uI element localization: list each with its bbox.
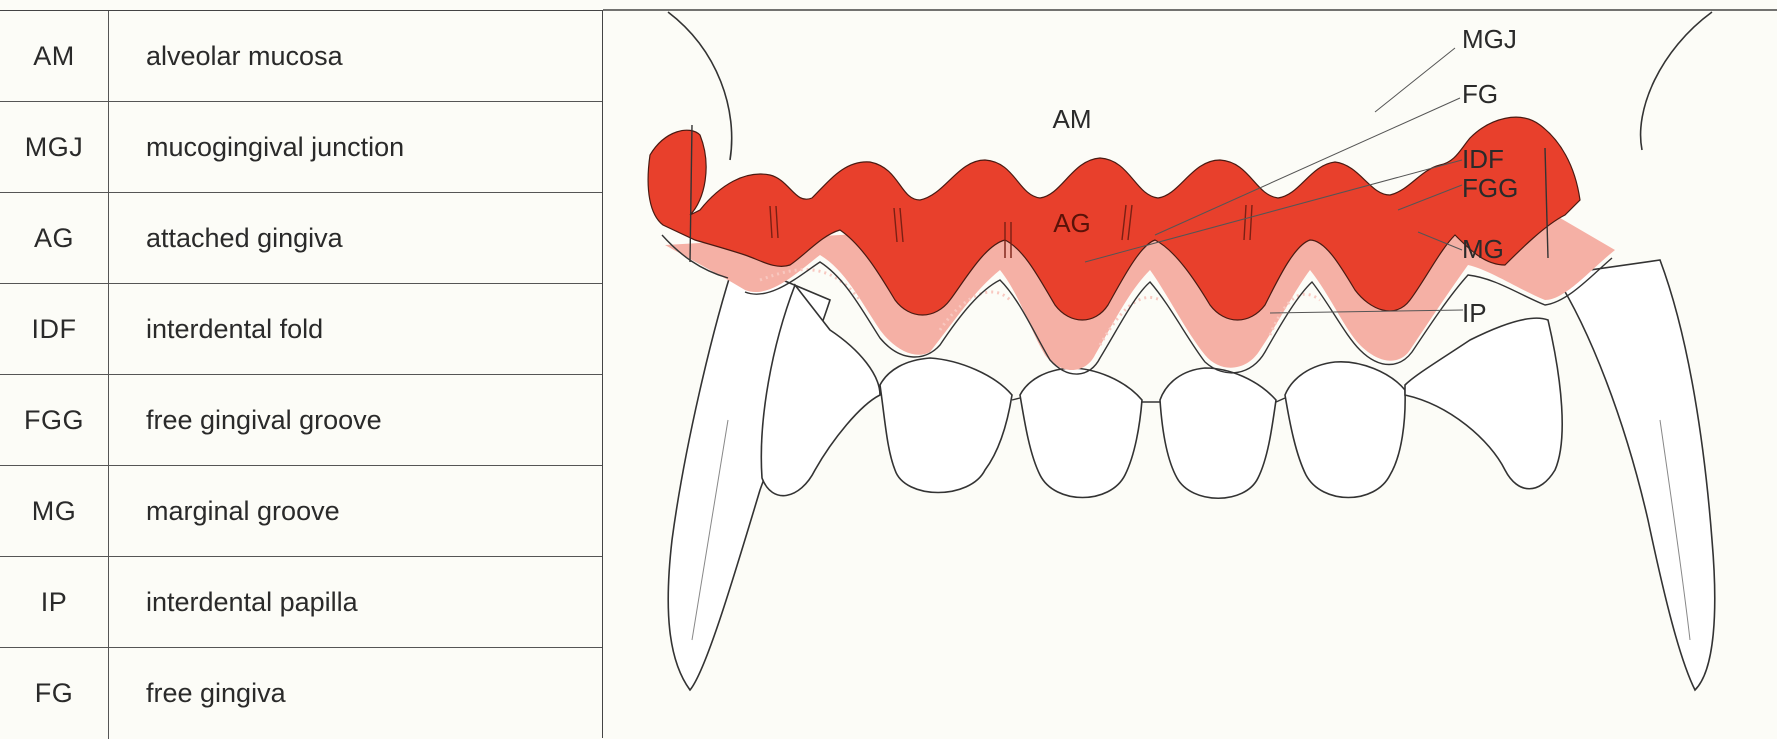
legend-abbr: AG	[0, 193, 108, 283]
legend-divider	[108, 648, 109, 739]
callout-mgj: MGJ	[1462, 24, 1517, 54]
legend-row-fg: FG free gingiva	[0, 648, 602, 739]
legend-divider	[108, 375, 109, 465]
legend-row-am: AM alveolar mucosa	[0, 11, 602, 102]
legend-term: free gingiva	[146, 648, 286, 739]
incisor-tooth-3	[1160, 368, 1276, 498]
legend-abbr: AM	[0, 11, 108, 101]
legend-abbr: FGG	[0, 375, 108, 465]
incisor-tooth-4	[1285, 362, 1405, 498]
label-am: AM	[1053, 104, 1092, 134]
legend-row-idf: IDF interdental fold	[0, 284, 602, 375]
callout-fg: FG	[1462, 79, 1498, 109]
gingiva-diagram: AM AG MGJ FG IDF FGG MG IP	[603, 0, 1777, 738]
legend-abbr: MGJ	[0, 102, 108, 192]
legend-term: interdental fold	[146, 284, 323, 374]
legend-abbr: MG	[0, 466, 108, 556]
legend-term: mucogingival junction	[146, 102, 404, 192]
right-lip-outline	[1641, 12, 1712, 150]
incisor-tooth-1	[880, 358, 1012, 493]
legend-term: alveolar mucosa	[146, 11, 343, 101]
right-lateral-incisor-tooth	[1405, 318, 1562, 489]
legend-abbr: FG	[0, 648, 108, 739]
legend-divider	[108, 557, 109, 647]
label-ag: AG	[1053, 208, 1091, 238]
legend-abbr: IP	[0, 557, 108, 647]
legend-table: AM alveolar mucosa MGJ mucogingival junc…	[0, 10, 603, 738]
legend-row-mg: MG marginal groove	[0, 466, 602, 557]
legend-divider	[108, 193, 109, 283]
legend-term: free gingival groove	[146, 375, 382, 465]
legend-term: marginal groove	[146, 466, 340, 556]
right-canine-tooth	[1555, 260, 1715, 690]
legend-term: interdental papilla	[146, 557, 358, 647]
legend-divider	[108, 11, 109, 101]
legend-term: attached gingiva	[146, 193, 343, 283]
legend-divider	[108, 466, 109, 556]
incisor-tooth-2	[1020, 368, 1142, 498]
callout-mg: MG	[1462, 234, 1504, 264]
legend-row-ag: AG attached gingiva	[0, 193, 602, 284]
legend-divider	[108, 102, 109, 192]
legend-row-mgj: MGJ mucogingival junction	[0, 102, 602, 193]
legend-row-fgg: FGG free gingival groove	[0, 375, 602, 466]
callout-ip: IP	[1462, 298, 1487, 328]
legend-abbr: IDF	[0, 284, 108, 374]
legend-divider	[108, 284, 109, 374]
callout-fgg: FGG	[1462, 173, 1518, 203]
legend-row-ip: IP interdental papilla	[0, 557, 602, 648]
callout-idf: IDF	[1462, 144, 1504, 174]
